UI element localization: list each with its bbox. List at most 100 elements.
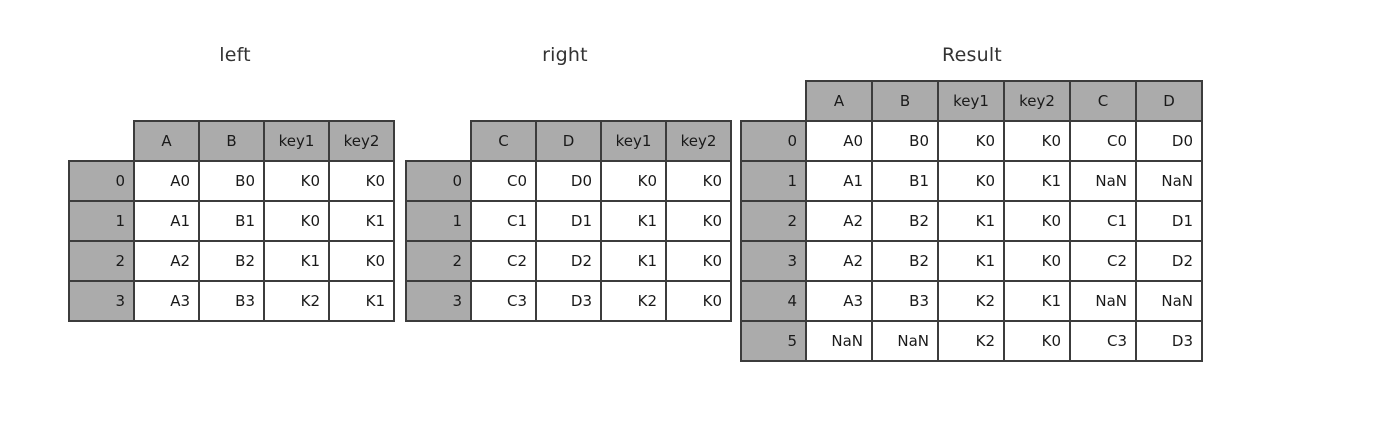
row-index-left-2: 2	[68, 240, 135, 282]
cell-result-r5-C: C3	[1069, 320, 1137, 362]
cell-left-r1-A: A1	[133, 200, 200, 242]
cell-left-r0-B: B0	[198, 160, 265, 202]
cell-result-r0-C: C0	[1069, 120, 1137, 162]
cell-right-r0-key1: K0	[600, 160, 667, 202]
cell-left-r2-A: A2	[133, 240, 200, 282]
cell-result-r0-A: A0	[805, 120, 873, 162]
cell-result-r3-A: A2	[805, 240, 873, 282]
cell-result-r5-key2: K0	[1003, 320, 1071, 362]
cell-right-r1-key2: K0	[665, 200, 732, 242]
cell-result-r3-key2: K0	[1003, 240, 1071, 282]
cell-right-r3-key1: K2	[600, 280, 667, 322]
cell-result-r1-D: NaN	[1135, 160, 1203, 202]
cell-result-r4-B: B3	[871, 280, 939, 322]
table-corner-cell	[69, 121, 134, 161]
table-corner-cell	[406, 121, 471, 161]
cell-left-r2-key2: K0	[328, 240, 395, 282]
cell-left-r3-key2: K1	[328, 280, 395, 322]
cell-result-r2-B: B2	[871, 200, 939, 242]
column-header-left-key2: key2	[328, 120, 395, 162]
row-index-right-3: 3	[405, 280, 472, 322]
cell-result-r5-D: D3	[1135, 320, 1203, 362]
cell-result-r0-key1: K0	[937, 120, 1005, 162]
row-index-right-1: 1	[405, 200, 472, 242]
cell-right-r3-D: D3	[535, 280, 602, 322]
row-index-result-2: 2	[740, 200, 807, 242]
cell-right-r0-key2: K0	[665, 160, 732, 202]
cell-result-r2-C: C1	[1069, 200, 1137, 242]
cell-right-r1-C: C1	[470, 200, 537, 242]
cell-left-r1-key1: K0	[263, 200, 330, 242]
cell-result-r3-B: B2	[871, 240, 939, 282]
cell-right-r3-C: C3	[470, 280, 537, 322]
row-index-left-3: 3	[68, 280, 135, 322]
cell-result-r2-A: A2	[805, 200, 873, 242]
cell-right-r1-key1: K1	[600, 200, 667, 242]
cell-result-r1-key2: K1	[1003, 160, 1071, 202]
cell-result-r0-D: D0	[1135, 120, 1203, 162]
cell-result-r4-key1: K2	[937, 280, 1005, 322]
column-header-result-key1: key1	[937, 80, 1005, 122]
cell-result-r3-C: C2	[1069, 240, 1137, 282]
column-header-left-key1: key1	[263, 120, 330, 162]
table-title-left: left	[219, 44, 251, 66]
row-index-result-3: 3	[740, 240, 807, 282]
cell-left-r1-B: B1	[198, 200, 265, 242]
cell-left-r3-key1: K2	[263, 280, 330, 322]
row-index-result-5: 5	[740, 320, 807, 362]
cell-result-r1-C: NaN	[1069, 160, 1137, 202]
cell-result-r4-C: NaN	[1069, 280, 1137, 322]
column-header-right-C: C	[470, 120, 537, 162]
cell-result-r1-A: A1	[805, 160, 873, 202]
cell-result-r4-D: NaN	[1135, 280, 1203, 322]
column-header-left-A: A	[133, 120, 200, 162]
column-header-right-key1: key1	[600, 120, 667, 162]
cell-left-r2-key1: K1	[263, 240, 330, 282]
column-header-right-D: D	[535, 120, 602, 162]
cell-result-r5-B: NaN	[871, 320, 939, 362]
column-header-result-D: D	[1135, 80, 1203, 122]
cell-left-r0-A: A0	[133, 160, 200, 202]
cell-left-r3-B: B3	[198, 280, 265, 322]
column-header-right-key2: key2	[665, 120, 732, 162]
cell-right-r3-key2: K0	[665, 280, 732, 322]
column-header-result-C: C	[1069, 80, 1137, 122]
column-header-result-B: B	[871, 80, 939, 122]
cell-right-r0-D: D0	[535, 160, 602, 202]
row-index-result-4: 4	[740, 280, 807, 322]
cell-right-r1-D: D1	[535, 200, 602, 242]
cell-left-r0-key2: K0	[328, 160, 395, 202]
cell-result-r2-key1: K1	[937, 200, 1005, 242]
cell-result-r2-D: D1	[1135, 200, 1203, 242]
cell-right-r2-D: D2	[535, 240, 602, 282]
cell-right-r2-key2: K0	[665, 240, 732, 282]
cell-result-r0-key2: K0	[1003, 120, 1071, 162]
row-index-result-1: 1	[740, 160, 807, 202]
table-corner-cell	[741, 81, 806, 121]
cell-result-r1-B: B1	[871, 160, 939, 202]
row-index-right-0: 0	[405, 160, 472, 202]
cell-left-r0-key1: K0	[263, 160, 330, 202]
table-title-right: right	[542, 44, 588, 66]
row-index-result-0: 0	[740, 120, 807, 162]
